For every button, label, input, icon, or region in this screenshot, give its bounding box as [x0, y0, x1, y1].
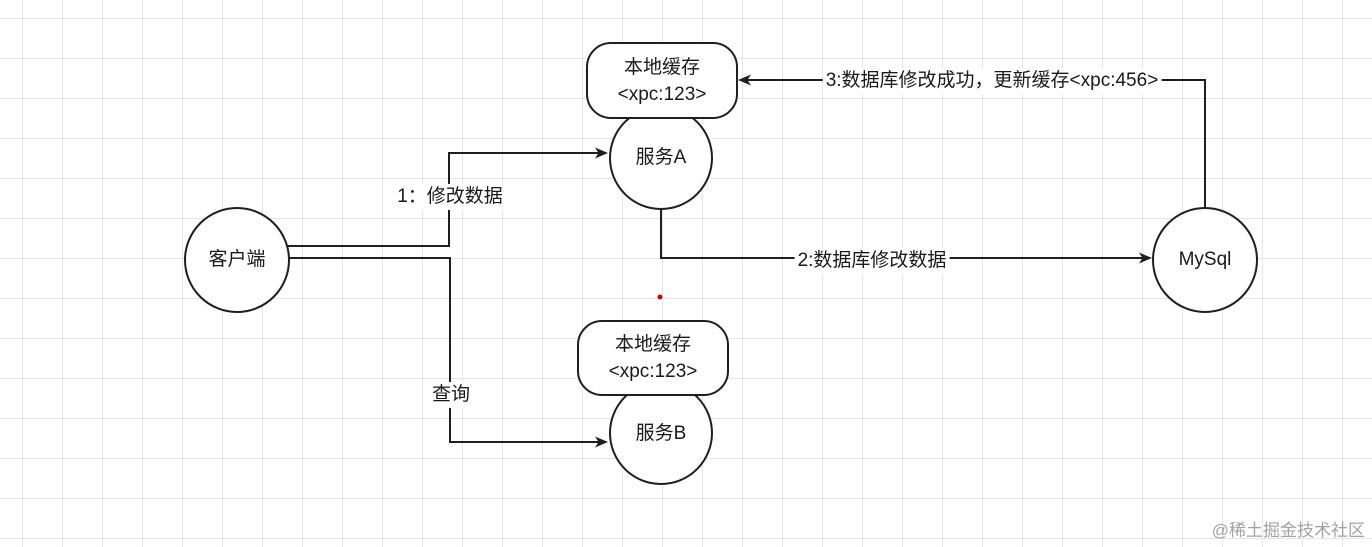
edge-service-a-to-mysql	[660, 200, 1152, 264]
node-cache-a-label: 本地缓存 <xpc:123>	[618, 54, 707, 108]
cache-a-title: 本地缓存	[623, 57, 700, 78]
edge-mysql-to-cache-a	[738, 74, 1206, 215]
node-cache-b-label: 本地缓存 <xpc:123>	[609, 331, 698, 385]
cache-b-value: <xpc:123>	[608, 361, 698, 382]
edge-label-db-modify: 2:数据库修改数据	[794, 248, 950, 274]
edge-client-to-service-b	[282, 257, 608, 448]
node-cache-b-box	[577, 320, 729, 396]
node-service-b-label: 服务B	[635, 423, 687, 444]
cache-a-value: <xpc:123>	[617, 84, 707, 105]
node-cache-a-box	[586, 42, 738, 119]
cache-b-title: 本地缓存	[614, 334, 691, 355]
node-service-a-label: 服务A	[635, 147, 687, 168]
node-client-circle	[184, 207, 290, 313]
node-mysql-label: MySql	[1178, 249, 1232, 270]
node-client-label: 客户端	[208, 249, 266, 270]
node-mysql-circle	[1152, 207, 1258, 313]
edge-label-query: 查询	[428, 382, 474, 408]
edge-label-modify-data: 1：修改数据	[394, 184, 506, 210]
red-dot-marker	[657, 294, 663, 300]
watermark-text: @稀土掘金技术社区	[1211, 521, 1365, 540]
edge-label-db-success-update-cache: 3:数据库修改成功，更新缓存<xpc:456>	[822, 68, 1162, 94]
